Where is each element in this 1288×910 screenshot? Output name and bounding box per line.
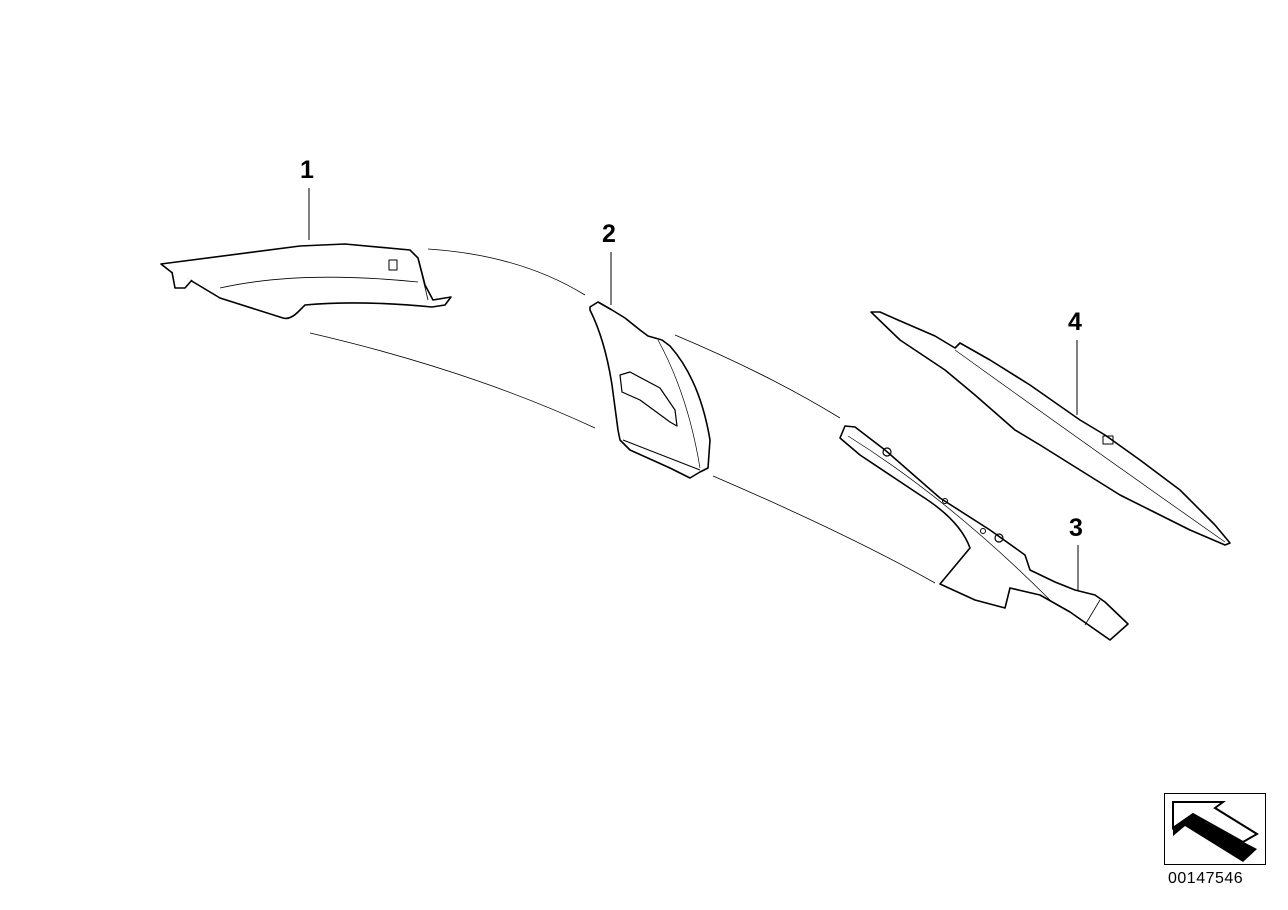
part-2-pillar-trim: [589, 301, 711, 479]
part-1-upper-trim: [160, 243, 452, 320]
orientation-arrow-icon: [1164, 793, 1266, 865]
callout-1: 1: [300, 156, 314, 184]
part-3-lower-strip-trim: [839, 425, 1129, 641]
part-4-upper-strip-trim: [870, 311, 1231, 546]
drawing-number: 00147546: [1168, 870, 1244, 887]
callout-3: 3: [1069, 514, 1083, 542]
assembly-guide-lines: [309, 248, 936, 584]
callout-2: 2: [602, 220, 616, 248]
callout-4: 4: [1068, 308, 1082, 336]
